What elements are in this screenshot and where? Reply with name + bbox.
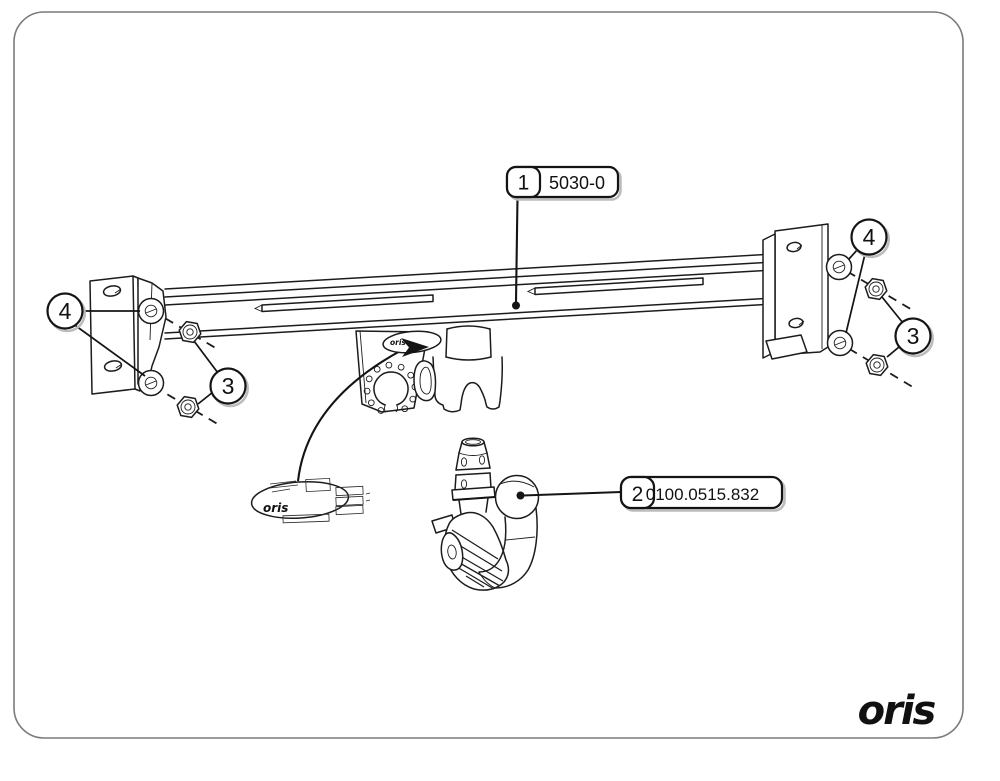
page-border	[13, 11, 964, 739]
towball-body	[440, 511, 510, 591]
drop-plate-hole-lips	[383, 404, 399, 413]
towball-stem	[431, 437, 496, 534]
callout-3-left: 3	[209, 367, 249, 408]
washer-left-upper	[137, 297, 165, 325]
callout-1-box: 1 5030-0	[505, 165, 622, 201]
drop-plate-main-hole	[373, 371, 409, 406]
center-assembly: oris	[296, 325, 503, 482]
callout-2-part-number: 0100.0515.832	[646, 485, 759, 504]
beam-slot-left	[253, 294, 434, 313]
callout-leaders	[75, 196, 904, 500]
callout-4-left-number: 4	[59, 298, 72, 324]
callout-4-right-number: 4	[863, 224, 876, 250]
leader-arrowhead-icon	[401, 338, 429, 357]
beam-top-back-edge	[164, 252, 793, 290]
towball-flange	[440, 532, 464, 571]
callout-1-part-number: 5030-0	[549, 173, 605, 193]
callout-3-right: 3	[894, 317, 935, 358]
towball-arm	[478, 507, 538, 589]
callout-1-number: 1	[518, 172, 530, 195]
drop-plate-fold	[359, 330, 367, 404]
beam-top-front-edge	[164, 260, 793, 298]
washer-left-lower	[137, 369, 165, 397]
callout-3-right-number: 3	[907, 323, 920, 349]
towball-flange-hole	[447, 544, 457, 560]
callout-2-number: 2	[632, 483, 644, 506]
washer-right-lower	[826, 329, 854, 357]
oris-logo: oris	[858, 688, 936, 734]
type-plate-print	[269, 477, 371, 524]
safety-eye	[413, 360, 437, 402]
main-crossbar	[164, 252, 793, 340]
washer-right-upper	[825, 253, 853, 281]
receiver-tube-crown	[432, 356, 503, 413]
beam-front-ridge	[164, 268, 793, 306]
beam-sticker-brand: oris	[390, 338, 406, 347]
callout-3-left-number: 3	[222, 373, 235, 399]
type-plate: oris	[250, 477, 371, 524]
callout-2-box: 2 0100.0515.832	[619, 475, 786, 512]
left-bracket-hole-lower	[103, 360, 123, 372]
nut-left-upper	[178, 320, 202, 344]
nut-left-lower	[176, 395, 200, 419]
nut-right-lower	[865, 353, 889, 377]
callout-4-right: 4	[850, 218, 891, 259]
left-bracket-hole-upper	[102, 285, 122, 297]
beam-bottom-front-edge	[164, 296, 793, 334]
leader-dot-beam	[512, 301, 520, 310]
right-bracket-hole-lower	[788, 317, 805, 329]
beam-sticker: oris	[382, 330, 442, 357]
right-mounting-bracket	[762, 223, 829, 360]
towball-assembly	[431, 437, 540, 591]
type-plate-brand: oris	[263, 501, 288, 515]
beam-slot-right	[526, 277, 704, 296]
type-plate-leader-curve	[296, 349, 403, 482]
beam-lower-flange	[164, 302, 793, 340]
nut-right-upper	[864, 277, 888, 301]
receiver-tube	[432, 325, 503, 413]
right-bracket-hole-upper	[786, 241, 803, 253]
right-bracket-bottom-tab	[765, 334, 808, 360]
bolt-washers	[137, 253, 854, 397]
nuts	[176, 277, 889, 419]
callout-4-left: 4	[46, 292, 86, 333]
leader-dot-ball	[516, 491, 525, 500]
